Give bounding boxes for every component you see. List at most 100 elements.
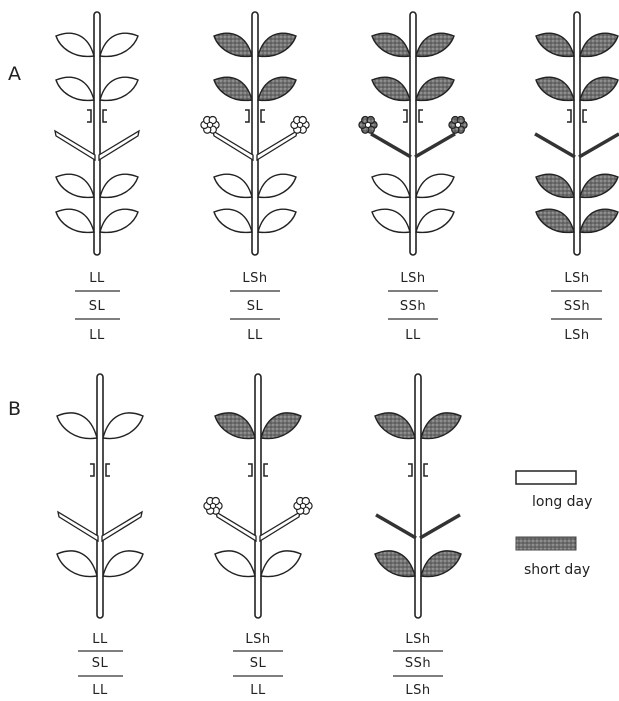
stem	[94, 12, 100, 255]
leaf-long-day	[416, 174, 454, 197]
branch-short-day	[371, 134, 411, 157]
plant-a3-top-code: LSh	[400, 271, 425, 286]
plant-b1-top-code: LL	[92, 632, 108, 647]
plant-a2-bottom-code: LL	[247, 328, 263, 343]
branch-short-day	[376, 515, 416, 538]
plant-a1-middle-code: SL	[89, 299, 106, 314]
flower-center	[455, 122, 460, 127]
leaf-long-day	[103, 413, 143, 439]
graft-bracket-left	[87, 110, 91, 122]
graft-bracket-right	[103, 110, 107, 122]
leaf-short-day	[580, 174, 618, 197]
branch-short-day	[415, 134, 455, 157]
leaf-short-day	[372, 33, 410, 56]
leaf-long-day	[57, 551, 97, 577]
leaf-long-day	[258, 174, 296, 197]
panel-a-label: A	[8, 63, 21, 85]
stem	[252, 12, 258, 255]
branch-long-day	[99, 131, 139, 160]
flower-center	[297, 122, 302, 127]
leaf-long-day	[100, 33, 138, 56]
leaf-long-day	[372, 174, 410, 197]
branch-long-day	[55, 131, 95, 160]
leaf-short-day	[375, 413, 415, 439]
branch-short-day	[579, 134, 619, 157]
plant-a2-top-code: LSh	[242, 271, 267, 286]
graft-bracket-right	[261, 110, 265, 122]
leaf-short-day	[536, 33, 574, 56]
plant-b3-top-code: LSh	[405, 632, 430, 647]
plant-a4-top-code: LSh	[564, 271, 589, 286]
graft-bracket-right	[106, 464, 110, 476]
leaf-short-day	[580, 33, 618, 56]
plant-b1-bottom-code: LL	[92, 683, 108, 698]
graft-bracket-left	[408, 464, 412, 476]
leaf-short-day	[261, 413, 301, 439]
leaf-short-day	[258, 33, 296, 56]
graft-bracket-left	[245, 110, 249, 122]
legend: long day short day	[516, 471, 592, 578]
graft-code-labels: LL SL LL LSh SL LL LSh SSh LL LSh SSh LS…	[89, 271, 590, 698]
flower-center	[210, 503, 215, 508]
leaf-long-day	[56, 209, 94, 232]
flower-icon	[294, 498, 312, 515]
panel-b-label: B	[8, 398, 21, 420]
leaf-short-day	[536, 209, 574, 232]
graft-bracket-left	[248, 464, 252, 476]
plant-b1	[57, 374, 143, 618]
leaf-short-day	[536, 77, 574, 100]
plant-a4	[535, 12, 619, 255]
branch-long-day	[216, 512, 256, 541]
leaf-short-day	[215, 413, 255, 439]
plant-a1	[55, 12, 139, 255]
legend-long-day-label: long day	[532, 494, 592, 510]
graft-bracket-left	[403, 110, 407, 122]
legend-long-day-swatch	[516, 471, 576, 484]
graft-bracket-left	[567, 110, 571, 122]
flower-center	[300, 503, 305, 508]
flower-icon	[204, 498, 222, 515]
branch-long-day	[213, 131, 253, 160]
leaf-long-day	[215, 551, 255, 577]
leaf-short-day	[258, 77, 296, 100]
plant-b1-middle-code: SL	[92, 656, 109, 671]
leaf-short-day	[372, 77, 410, 100]
leaf-short-day	[580, 77, 618, 100]
leaf-short-day	[416, 33, 454, 56]
plant-a1-top-code: LL	[89, 271, 105, 286]
leaf-short-day	[214, 33, 252, 56]
stem	[410, 12, 416, 255]
leaf-long-day	[100, 209, 138, 232]
legend-short-day-swatch	[516, 537, 576, 550]
leaf-short-day	[214, 77, 252, 100]
plant-b3	[375, 374, 461, 618]
plant-b3-bottom-code: LSh	[405, 683, 430, 698]
leaf-long-day	[372, 209, 410, 232]
flower-center	[207, 122, 212, 127]
branch-long-day	[257, 131, 297, 160]
leaf-long-day	[56, 77, 94, 100]
flower-icon	[359, 117, 377, 134]
leaf-short-day	[580, 209, 618, 232]
leaf-short-day	[416, 77, 454, 100]
leaf-long-day	[214, 209, 252, 232]
plant-b2	[204, 374, 312, 618]
graft-bracket-left	[90, 464, 94, 476]
leaf-short-day	[375, 551, 415, 577]
flower-center	[365, 122, 370, 127]
plant-a3-middle-code: SSh	[400, 299, 426, 314]
branch-short-day	[420, 515, 460, 538]
branch-long-day	[102, 512, 142, 541]
stem	[574, 12, 580, 255]
stem	[415, 374, 421, 618]
leaf-short-day	[421, 413, 461, 439]
plant-a3-bottom-code: LL	[405, 328, 421, 343]
leaf-long-day	[57, 413, 97, 439]
legend-short-day-label: short day	[524, 562, 590, 578]
stem	[255, 374, 261, 618]
plant-b2-top-code: LSh	[245, 632, 270, 647]
graft-bracket-right	[264, 464, 268, 476]
leaf-long-day	[56, 33, 94, 56]
leaf-long-day	[100, 77, 138, 100]
plant-a1-bottom-code: LL	[89, 328, 105, 343]
